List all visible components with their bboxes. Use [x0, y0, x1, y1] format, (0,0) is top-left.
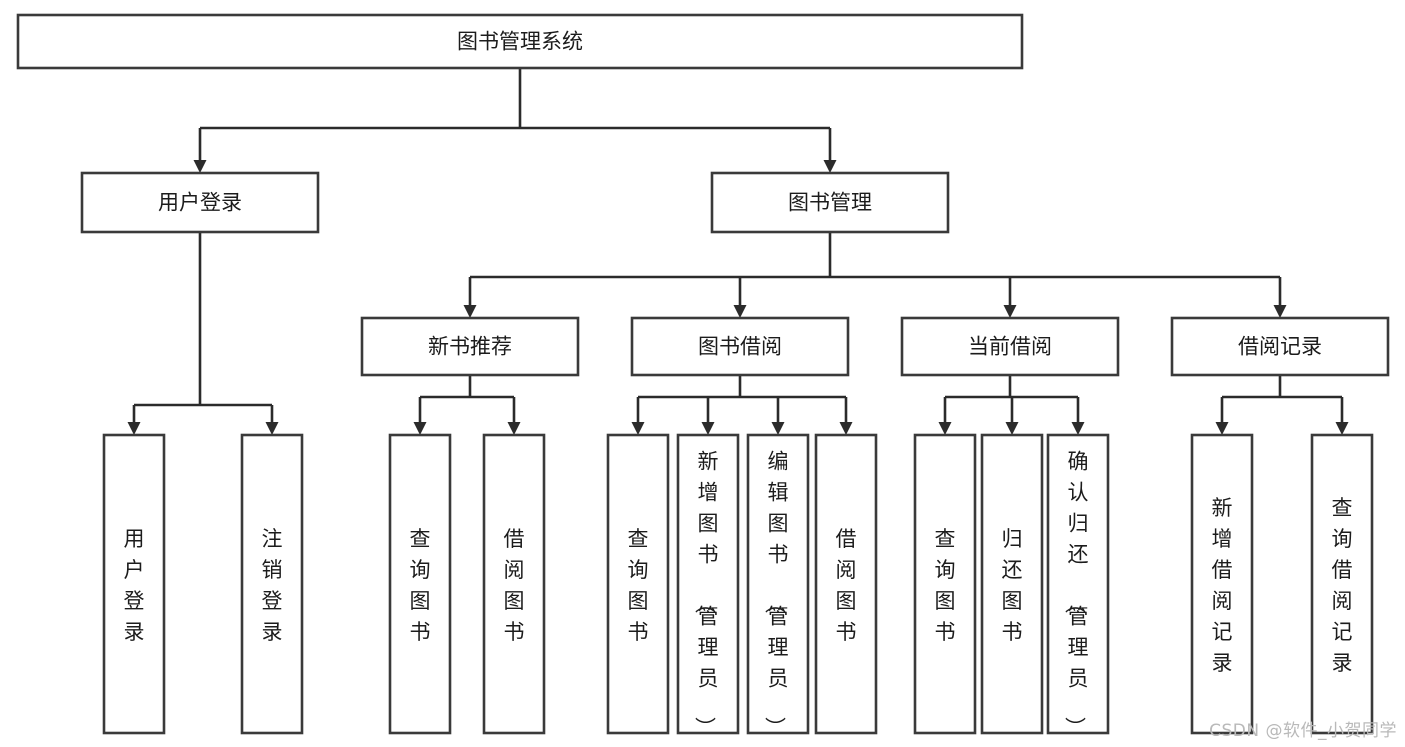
- edge-layer: [127, 68, 1349, 435]
- node-box-leaf-logout: [240, 433, 304, 735]
- node-box-leaf-query-book-2: [606, 433, 670, 735]
- edge-arrowhead: [193, 160, 207, 173]
- node-leaf-confirm-return[interactable]: 确认归还（管理员）: [1046, 433, 1110, 738]
- edge-arrowhead: [823, 160, 837, 173]
- edge-group-new-book-rec: [413, 375, 521, 435]
- node-leaf-query-book-2[interactable]: 查询图书: [606, 433, 670, 735]
- node-root[interactable]: 图书管理系统: [16, 13, 1024, 70]
- node-label-user-login: 用户登录: [158, 191, 242, 215]
- edge-arrowhead: [701, 422, 715, 435]
- node-label-book-manage: 图书管理: [788, 191, 872, 215]
- node-label-leaf-query-book-1: 查询图书: [410, 527, 431, 644]
- edge-arrowhead: [839, 422, 853, 435]
- edge-arrowhead: [1005, 422, 1019, 435]
- edge-group-current-borrow: [938, 375, 1085, 435]
- edge-arrowhead: [1071, 422, 1085, 435]
- node-box-leaf-query-book-3: [913, 433, 977, 735]
- node-label-leaf-borrow-book-2: 借阅图书: [836, 527, 857, 644]
- node-label-borrow-record: 借阅记录: [1238, 335, 1322, 359]
- node-current-borrow[interactable]: 当前借阅: [900, 316, 1120, 377]
- node-label-book-borrow: 图书借阅: [698, 335, 782, 359]
- node-leaf-borrow-book-1[interactable]: 借阅图书: [482, 433, 546, 735]
- node-label-current-borrow: 当前借阅: [968, 335, 1052, 359]
- edge-arrowhead: [1335, 422, 1349, 435]
- node-leaf-edit-book[interactable]: 编辑图书（管理员）: [746, 433, 810, 738]
- node-leaf-query-book-3[interactable]: 查询图书: [913, 433, 977, 735]
- node-box-book-manage: [710, 171, 950, 234]
- node-label-leaf-return-book: 归还图书: [1002, 527, 1023, 644]
- node-box-book-borrow: [630, 316, 850, 377]
- node-box-leaf-add-book: [676, 433, 740, 735]
- node-box-leaf-user-login: [102, 433, 166, 735]
- node-box-leaf-query-book-1: [388, 433, 452, 735]
- node-user-login[interactable]: 用户登录: [80, 171, 320, 234]
- node-box-leaf-borrow-book-1: [482, 433, 546, 735]
- node-label-leaf-logout: 注销登录: [262, 527, 283, 644]
- edge-arrowhead: [1273, 305, 1287, 318]
- node-book-manage[interactable]: 图书管理: [710, 171, 950, 234]
- node-label-root: 图书管理系统: [457, 30, 583, 54]
- node-label-leaf-query-book-3: 查询图书: [935, 527, 956, 644]
- node-box-current-borrow: [900, 316, 1120, 377]
- node-leaf-user-login[interactable]: 用户登录: [102, 433, 166, 735]
- edge-group-book-manage: [463, 232, 1287, 318]
- edge-group-root: [193, 68, 837, 173]
- node-new-book-rec[interactable]: 新书推荐: [360, 316, 580, 377]
- edge-arrowhead: [413, 422, 427, 435]
- edge-group-user-login: [127, 232, 279, 435]
- node-label-leaf-edit-book: 编辑图书（管理员）: [763, 450, 789, 738]
- node-leaf-logout[interactable]: 注销登录: [240, 433, 304, 735]
- node-leaf-query-record[interactable]: 查询借阅记录: [1310, 433, 1374, 735]
- node-box-borrow-record: [1170, 316, 1390, 377]
- node-label-leaf-add-book: 新增图书（管理员）: [693, 450, 719, 738]
- edge-arrowhead: [507, 422, 521, 435]
- node-box-new-book-rec: [360, 316, 580, 377]
- node-label-new-book-rec: 新书推荐: [428, 335, 512, 359]
- edge-arrowhead: [265, 422, 279, 435]
- node-box-leaf-add-record: [1190, 433, 1254, 735]
- node-book-borrow[interactable]: 图书借阅: [630, 316, 850, 377]
- node-box-leaf-return-book: [980, 433, 1044, 735]
- node-label-leaf-query-record: 查询借阅记录: [1332, 496, 1353, 675]
- edge-arrowhead: [127, 422, 141, 435]
- edge-arrowhead: [938, 422, 952, 435]
- edge-group-borrow-record: [1215, 375, 1349, 435]
- node-box-leaf-edit-book: [746, 433, 810, 735]
- edge-group-book-borrow: [631, 375, 853, 435]
- node-label-leaf-confirm-return: 确认归还（管理员）: [1063, 450, 1089, 738]
- node-borrow-record[interactable]: 借阅记录: [1170, 316, 1390, 377]
- node-box-root: [16, 13, 1024, 70]
- node-label-leaf-add-record: 新增借阅记录: [1212, 496, 1233, 675]
- node-leaf-return-book[interactable]: 归还图书: [980, 433, 1044, 735]
- edge-arrowhead: [1003, 305, 1017, 318]
- node-box-leaf-borrow-book-2: [814, 433, 878, 735]
- node-layer: 图书管理系统用户登录图书管理新书推荐图书借阅当前借阅借阅记录用户登录注销登录查询…: [16, 13, 1390, 738]
- node-label-leaf-query-book-2: 查询图书: [628, 527, 649, 644]
- node-leaf-add-record[interactable]: 新增借阅记录: [1190, 433, 1254, 735]
- edge-arrowhead: [1215, 422, 1229, 435]
- edge-arrowhead: [733, 305, 747, 318]
- node-leaf-add-book[interactable]: 新增图书（管理员）: [676, 433, 740, 738]
- node-box-leaf-query-record: [1310, 433, 1374, 735]
- node-leaf-borrow-book-2[interactable]: 借阅图书: [814, 433, 878, 735]
- node-label-leaf-user-login: 用户登录: [124, 527, 145, 644]
- node-box-leaf-confirm-return: [1046, 433, 1110, 735]
- node-box-user-login: [80, 171, 320, 234]
- edge-arrowhead: [771, 422, 785, 435]
- edge-arrowhead: [631, 422, 645, 435]
- edge-arrowhead: [463, 305, 477, 318]
- node-leaf-query-book-1[interactable]: 查询图书: [388, 433, 452, 735]
- node-label-leaf-borrow-book-1: 借阅图书: [504, 527, 525, 644]
